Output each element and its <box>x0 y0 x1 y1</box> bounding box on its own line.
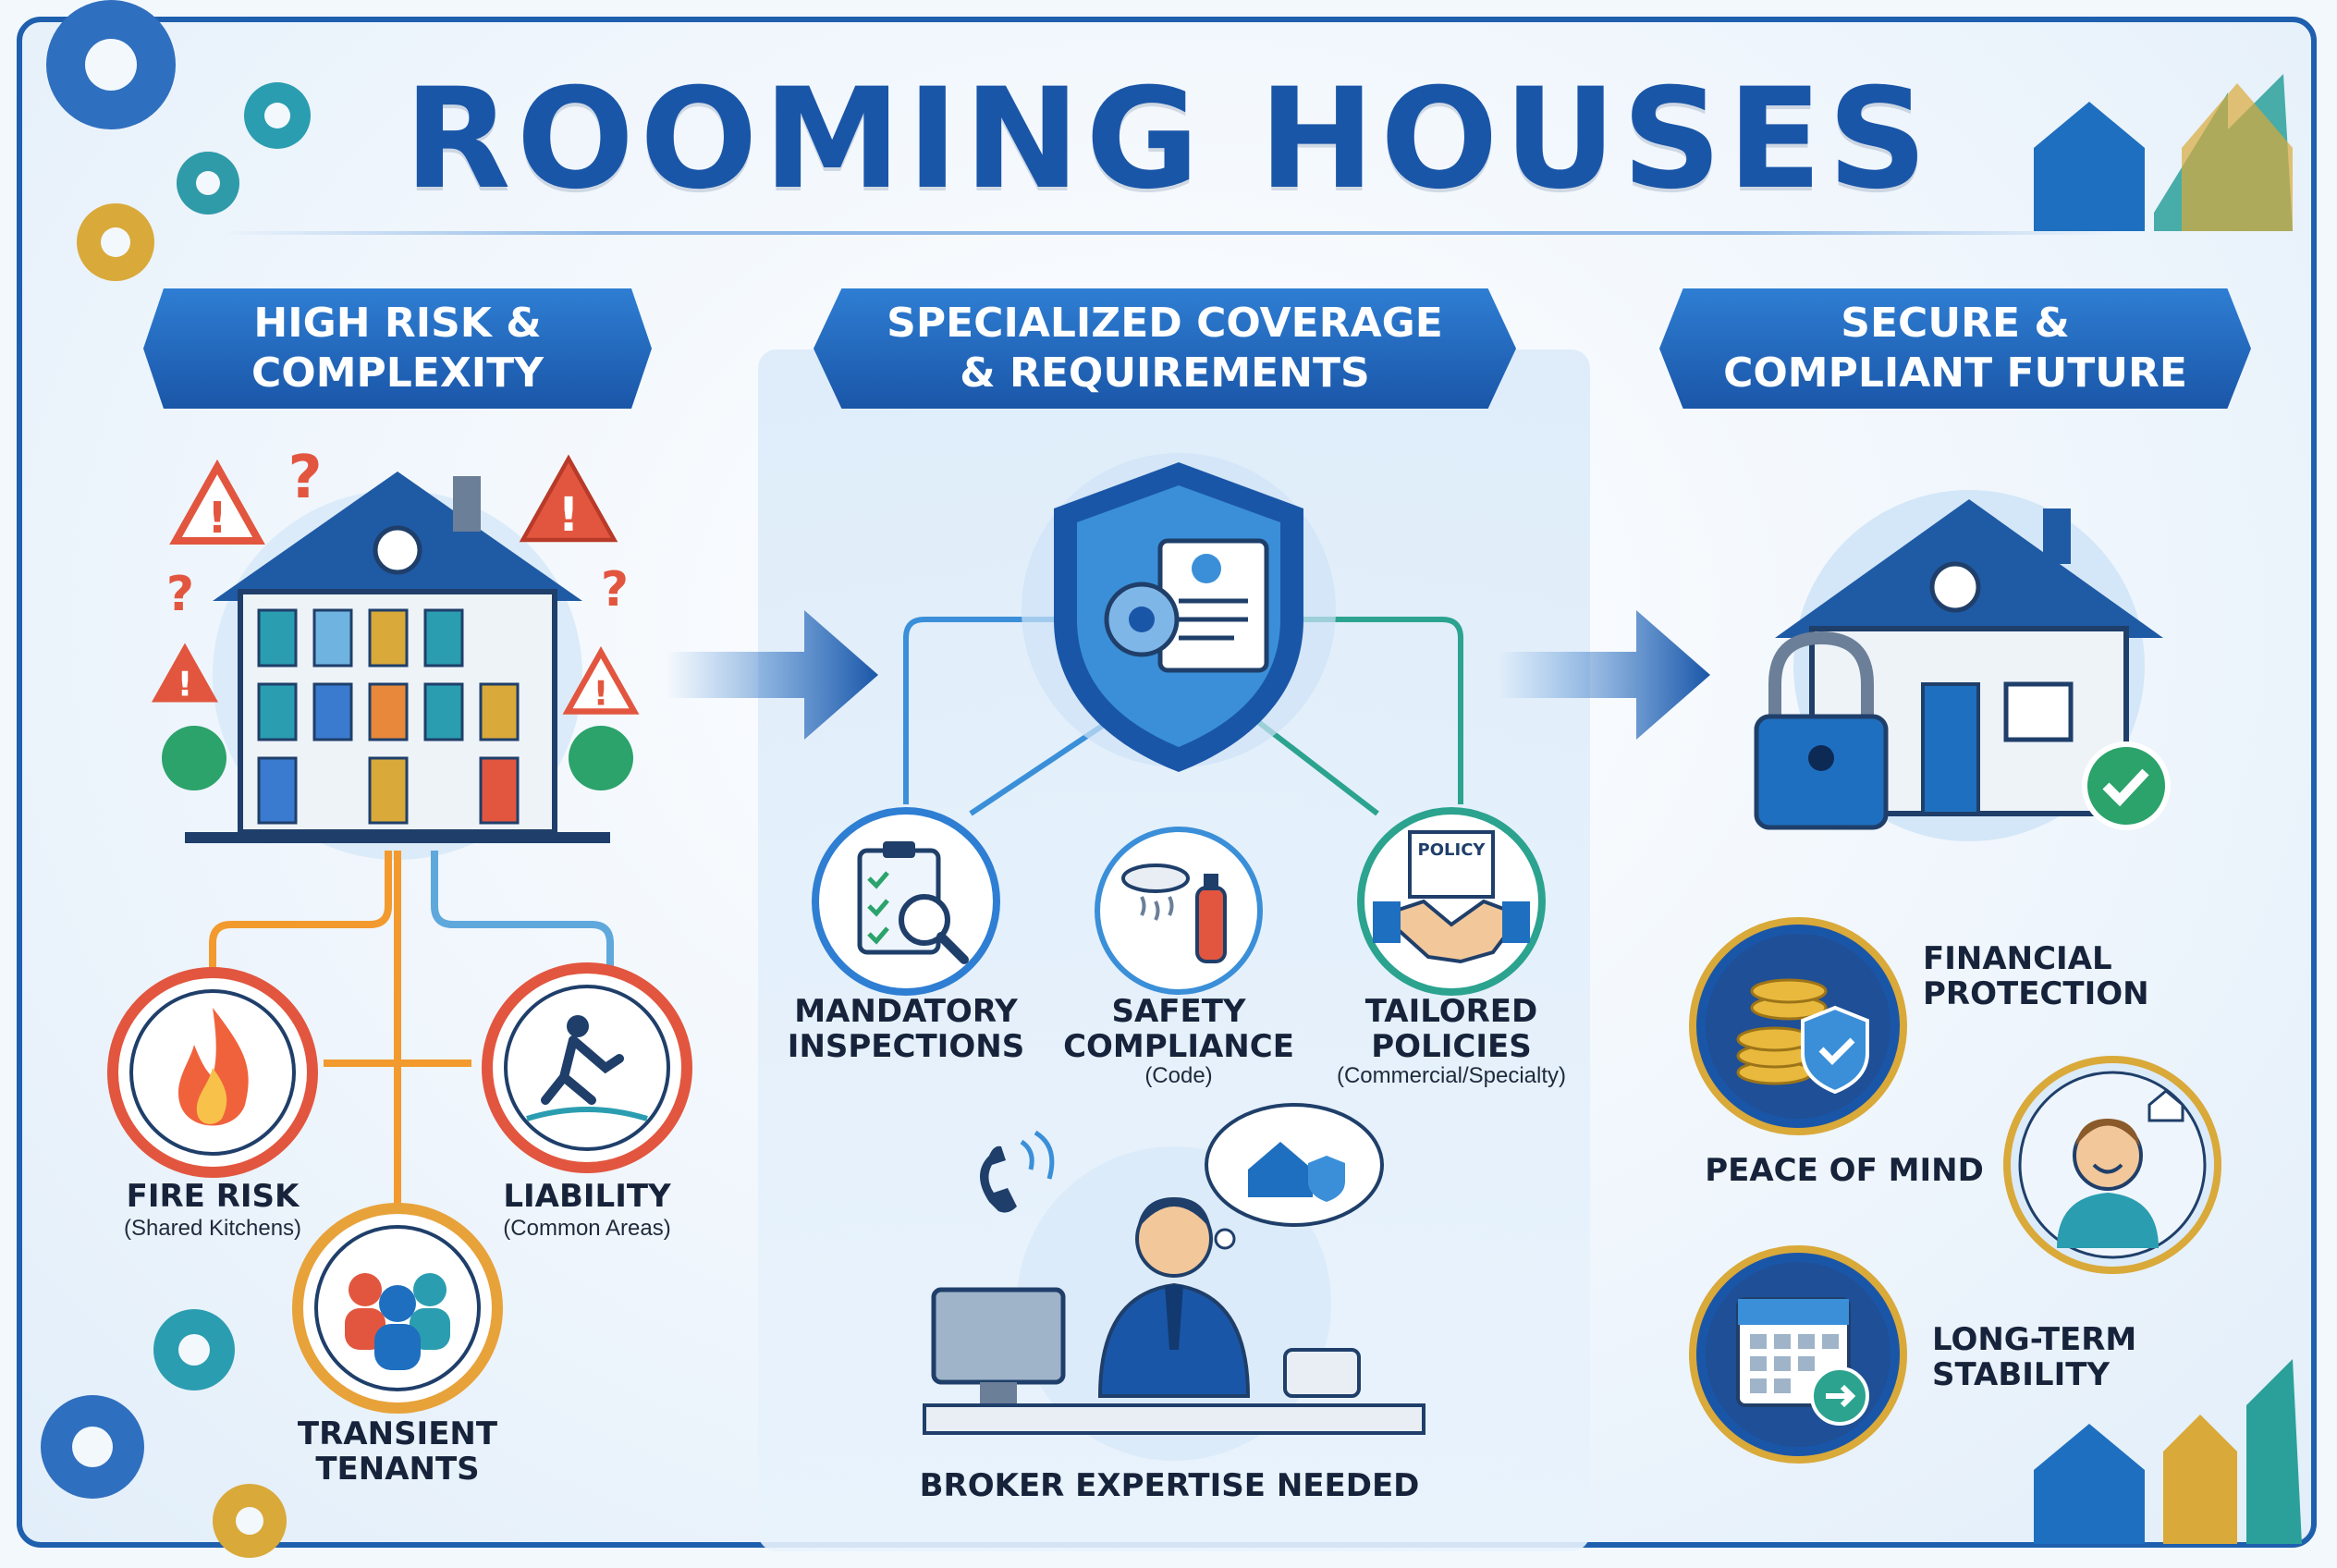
calendar-arrow-icon <box>1736 1297 1869 1426</box>
gear-cluster-top-left <box>46 0 311 281</box>
inspections-label: MANDATORY INSPECTIONS <box>787 993 1025 1065</box>
broker-caption: BROKER EXPERTISE NEEDED <box>919 1467 1420 1504</box>
rooming-house-building-icon <box>162 472 633 860</box>
svg-text:!: ! <box>593 673 609 713</box>
policy-circle: POLICY <box>1357 807 1546 996</box>
coverage-connector-lines <box>903 617 1463 816</box>
long-term-stability-label: LONG-TERM STABILITY <box>1932 1321 2137 1393</box>
risk-connector-lines <box>209 851 614 1211</box>
clipboard-inspection-icon <box>857 841 969 964</box>
policy-handshake-icon: POLICY <box>1373 830 1530 964</box>
title-divider <box>222 231 2117 235</box>
column-heading-risk: HIGH RISK & COMPLEXITY <box>143 288 652 409</box>
secure-house-icon <box>1754 490 2171 841</box>
svg-text:?: ? <box>288 444 322 512</box>
long-term-stability-circle <box>1689 1245 1907 1464</box>
phone-icon <box>980 1145 1017 1213</box>
question-mark-icon: ? <box>601 562 629 618</box>
policy-document-text: POLICY <box>1418 840 1487 860</box>
arrow-right-icon <box>666 610 878 740</box>
inspection-circle <box>812 807 1000 996</box>
liability-label: LIABILITY <box>503 1178 671 1215</box>
gear-icon <box>46 0 176 129</box>
checkmark-icon <box>2082 741 2171 830</box>
shield-document-gear-icon <box>1022 453 1336 772</box>
transient-tenants-label: TRANSIENT TENANTS <box>297 1415 498 1488</box>
question-mark-icon: ? <box>166 567 194 622</box>
tailored-policies-sublabel: (Commercial/Specialty) <box>1336 1063 1567 1088</box>
liability-sublabel: (Common Areas) <box>503 1216 671 1241</box>
broker-person-icon <box>1097 1197 1251 1398</box>
tailored-policies-label: TAILORED POLICIES <box>1364 993 1538 1065</box>
people-icon <box>345 1273 450 1370</box>
fire-risk-label: FIRE RISK <box>126 1178 300 1215</box>
gear-icon <box>77 203 154 281</box>
gear-cluster-bottom-left <box>41 1309 287 1558</box>
page-title: ROOMING HOUSES <box>404 59 1933 220</box>
gear-icon <box>177 152 239 214</box>
house-icon <box>2034 1424 2145 1544</box>
warning-icon: ! <box>519 454 618 543</box>
svg-text:!: ! <box>177 664 193 704</box>
padlock-icon <box>1754 631 1889 830</box>
arrow-right-icon <box>1498 610 1710 740</box>
gear-icon <box>244 82 311 149</box>
gear-icon <box>213 1484 287 1558</box>
desk-phone-icon <box>1283 1348 1361 1398</box>
column-heading-future: SECURE & COMPLIANT FUTURE <box>1659 288 2251 409</box>
warning-icon: ! <box>169 459 265 545</box>
liability-circle <box>482 962 692 1173</box>
peace-of-mind-circle <box>2003 1056 2221 1274</box>
safety-compliance-sublabel: (Code) <box>1144 1063 1213 1088</box>
safety-compliance-label: SAFETY COMPLIANCE <box>1063 993 1294 1065</box>
house-arrows-top-right <box>2034 74 2293 231</box>
column-heading-coverage: SPECIALIZED COVERAGE & REQUIREMENTS <box>814 288 1516 409</box>
fire-risk-sublabel: (Shared Kitchens) <box>123 1216 302 1241</box>
coins-shield-icon <box>1736 978 1869 1095</box>
safety-circle <box>1095 827 1263 995</box>
broker-at-desk-icon <box>923 1103 1425 1461</box>
svg-text:?: ? <box>166 567 194 622</box>
thought-bubble-house-shield-icon <box>1205 1103 1384 1250</box>
financial-protection-label: FINANCIAL PROTECTION <box>1923 940 2149 1012</box>
warning-icon: ! <box>562 645 640 715</box>
happy-person-icon <box>2057 1089 2184 1248</box>
house-arrows-bottom-right <box>2034 1359 2302 1544</box>
arrow-up-icon <box>2246 1359 2302 1544</box>
peace-of-mind-label: PEACE OF MIND <box>1705 1152 1984 1189</box>
house-icon <box>2034 102 2145 231</box>
slip-fall-icon <box>526 1015 648 1121</box>
warning-icon: ! <box>152 643 218 704</box>
gear-icon <box>1192 554 1221 583</box>
gear-icon <box>153 1309 235 1390</box>
transient-tenants-circle <box>292 1203 503 1414</box>
fire-risk-circle <box>107 967 318 1178</box>
question-mark-icon: ? <box>288 444 322 512</box>
svg-text:?: ? <box>601 562 629 618</box>
financial-protection-circle <box>1689 917 1907 1135</box>
fire-icon <box>177 1008 249 1126</box>
smoke-detector-extinguisher-icon <box>1121 864 1227 963</box>
gear-icon <box>41 1395 144 1499</box>
svg-text:!: ! <box>557 487 579 542</box>
svg-text:!: ! <box>208 493 227 543</box>
